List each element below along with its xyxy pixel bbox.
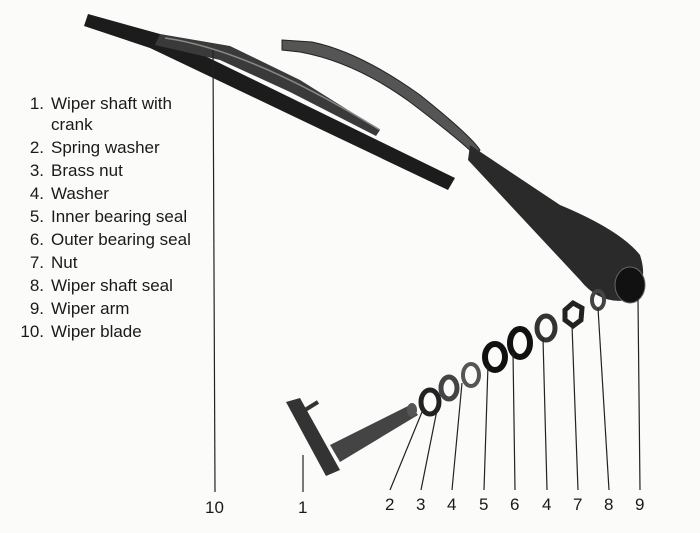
- legend-item: 8.Wiper shaft seal: [29, 276, 173, 295]
- callout-1: 1: [298, 498, 307, 517]
- legend-item: 10.Wiper blade: [20, 322, 142, 341]
- callout-6: 6: [510, 495, 519, 514]
- legend-item: 7.Nut: [29, 253, 78, 272]
- legend-item: 3.Brass nut: [29, 161, 123, 180]
- wiper-arm: [281, 39, 646, 304]
- callout-4b: 4: [542, 495, 551, 514]
- legend-item: 1.Wiper shaft with crank: [29, 94, 172, 134]
- wiper-blade: [84, 14, 455, 190]
- callout-10: 10: [205, 498, 224, 517]
- legend-item: 9.Wiper arm: [29, 299, 130, 318]
- callout-3: 3: [416, 495, 425, 514]
- callout-2: 2: [385, 495, 394, 514]
- legend-item: 6.Outer bearing seal: [29, 230, 191, 249]
- callout-8: 8: [604, 495, 613, 514]
- callout-numbers: 10 1 2 3 4 5 6 4 7 8 9: [205, 495, 644, 517]
- legend-item: 2.Spring washer: [29, 138, 160, 157]
- wiper-shaft-with-crank: [286, 398, 418, 476]
- callout-9: 9: [635, 495, 644, 514]
- parts-legend: 1.Wiper shaft with crank 2.Spring washer…: [18, 93, 241, 344]
- legend-item: 5.Inner bearing seal: [29, 207, 188, 226]
- callout-4: 4: [447, 495, 456, 514]
- legend-item: 4.Washer: [29, 184, 109, 203]
- callout-7: 7: [573, 495, 582, 514]
- leader-lines: [212, 49, 641, 493]
- callout-5: 5: [479, 495, 488, 514]
